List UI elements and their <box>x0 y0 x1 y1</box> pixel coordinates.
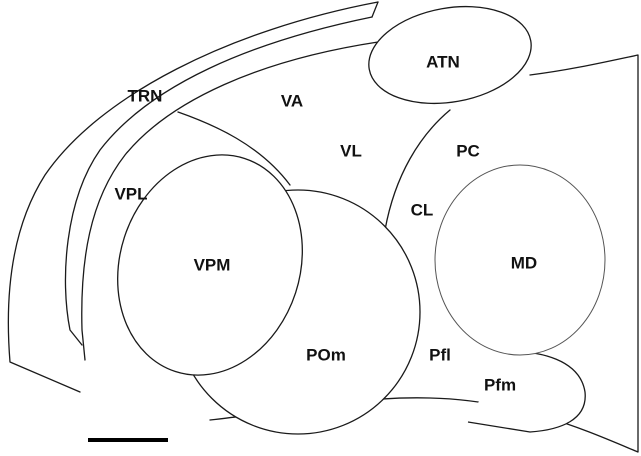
vpm-nucleus <box>117 154 303 376</box>
cl-boundary <box>384 109 451 231</box>
label-vpm: VPM <box>194 255 231 274</box>
pfm-region <box>467 351 586 433</box>
label-pom: POm <box>306 345 346 364</box>
trn-top-cap <box>371 1 379 18</box>
label-pfl: Pfl <box>429 345 451 364</box>
label-vpl: VPL <box>114 184 147 203</box>
label-pfm: Pfm <box>484 375 516 394</box>
label-va: VA <box>281 91 303 110</box>
lamina-boundary <box>81 41 379 361</box>
label-vl: VL <box>340 141 362 160</box>
atn-nucleus <box>368 5 532 105</box>
trn-outer-boundary <box>7 1 379 393</box>
label-trn: TRN <box>128 86 163 105</box>
label-cl: CL <box>411 200 434 219</box>
vpl-va-boundary <box>177 111 291 186</box>
trn-inner-boundary <box>64 16 373 346</box>
md-nucleus <box>434 164 606 356</box>
label-atn: ATN <box>426 52 460 71</box>
label-pc: PC <box>456 141 480 160</box>
label-md: MD <box>511 253 537 272</box>
